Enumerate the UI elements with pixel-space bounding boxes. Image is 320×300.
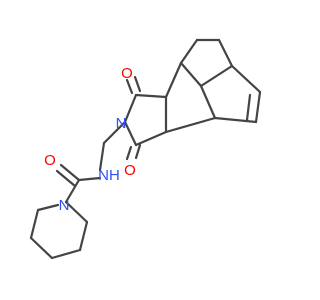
bond-layer — [29, 38, 262, 260]
structure-canvas: O N O NH O N — [29, 38, 262, 260]
atom-label: N — [59, 197, 70, 214]
bond — [98, 141, 106, 172]
bond — [55, 169, 77, 188]
bond — [50, 248, 82, 260]
bond — [230, 64, 262, 94]
bond — [125, 145, 133, 161]
bond — [134, 130, 168, 147]
bond — [199, 64, 234, 88]
bond — [134, 143, 142, 160]
bond — [164, 61, 183, 99]
atom-label: N — [116, 115, 127, 132]
atom-label-layer: O N O NH O N — [44, 65, 136, 214]
atom-label: NH — [98, 167, 120, 184]
bond — [59, 163, 81, 182]
bond — [123, 120, 138, 147]
bond — [29, 208, 40, 240]
bond — [78, 220, 89, 252]
bond — [29, 236, 54, 260]
bond — [179, 61, 203, 88]
atom-label: O — [124, 162, 136, 179]
atom-label: O — [44, 152, 56, 169]
bond — [64, 178, 81, 204]
bond — [199, 84, 217, 120]
bond — [36, 203, 60, 212]
bond — [254, 90, 262, 124]
bond — [133, 75, 142, 93]
bond — [245, 93, 252, 122]
bond — [134, 93, 168, 99]
bond — [179, 38, 199, 65]
bond — [123, 93, 138, 124]
bond — [64, 200, 89, 224]
bond — [217, 38, 234, 68]
bond — [125, 78, 134, 95]
bond — [213, 116, 258, 124]
atom-label: O — [121, 65, 133, 82]
molecule-diagram: O N O NH O N — [29, 38, 262, 260]
bond — [77, 176, 102, 182]
bond — [102, 120, 127, 145]
bond — [164, 116, 217, 134]
